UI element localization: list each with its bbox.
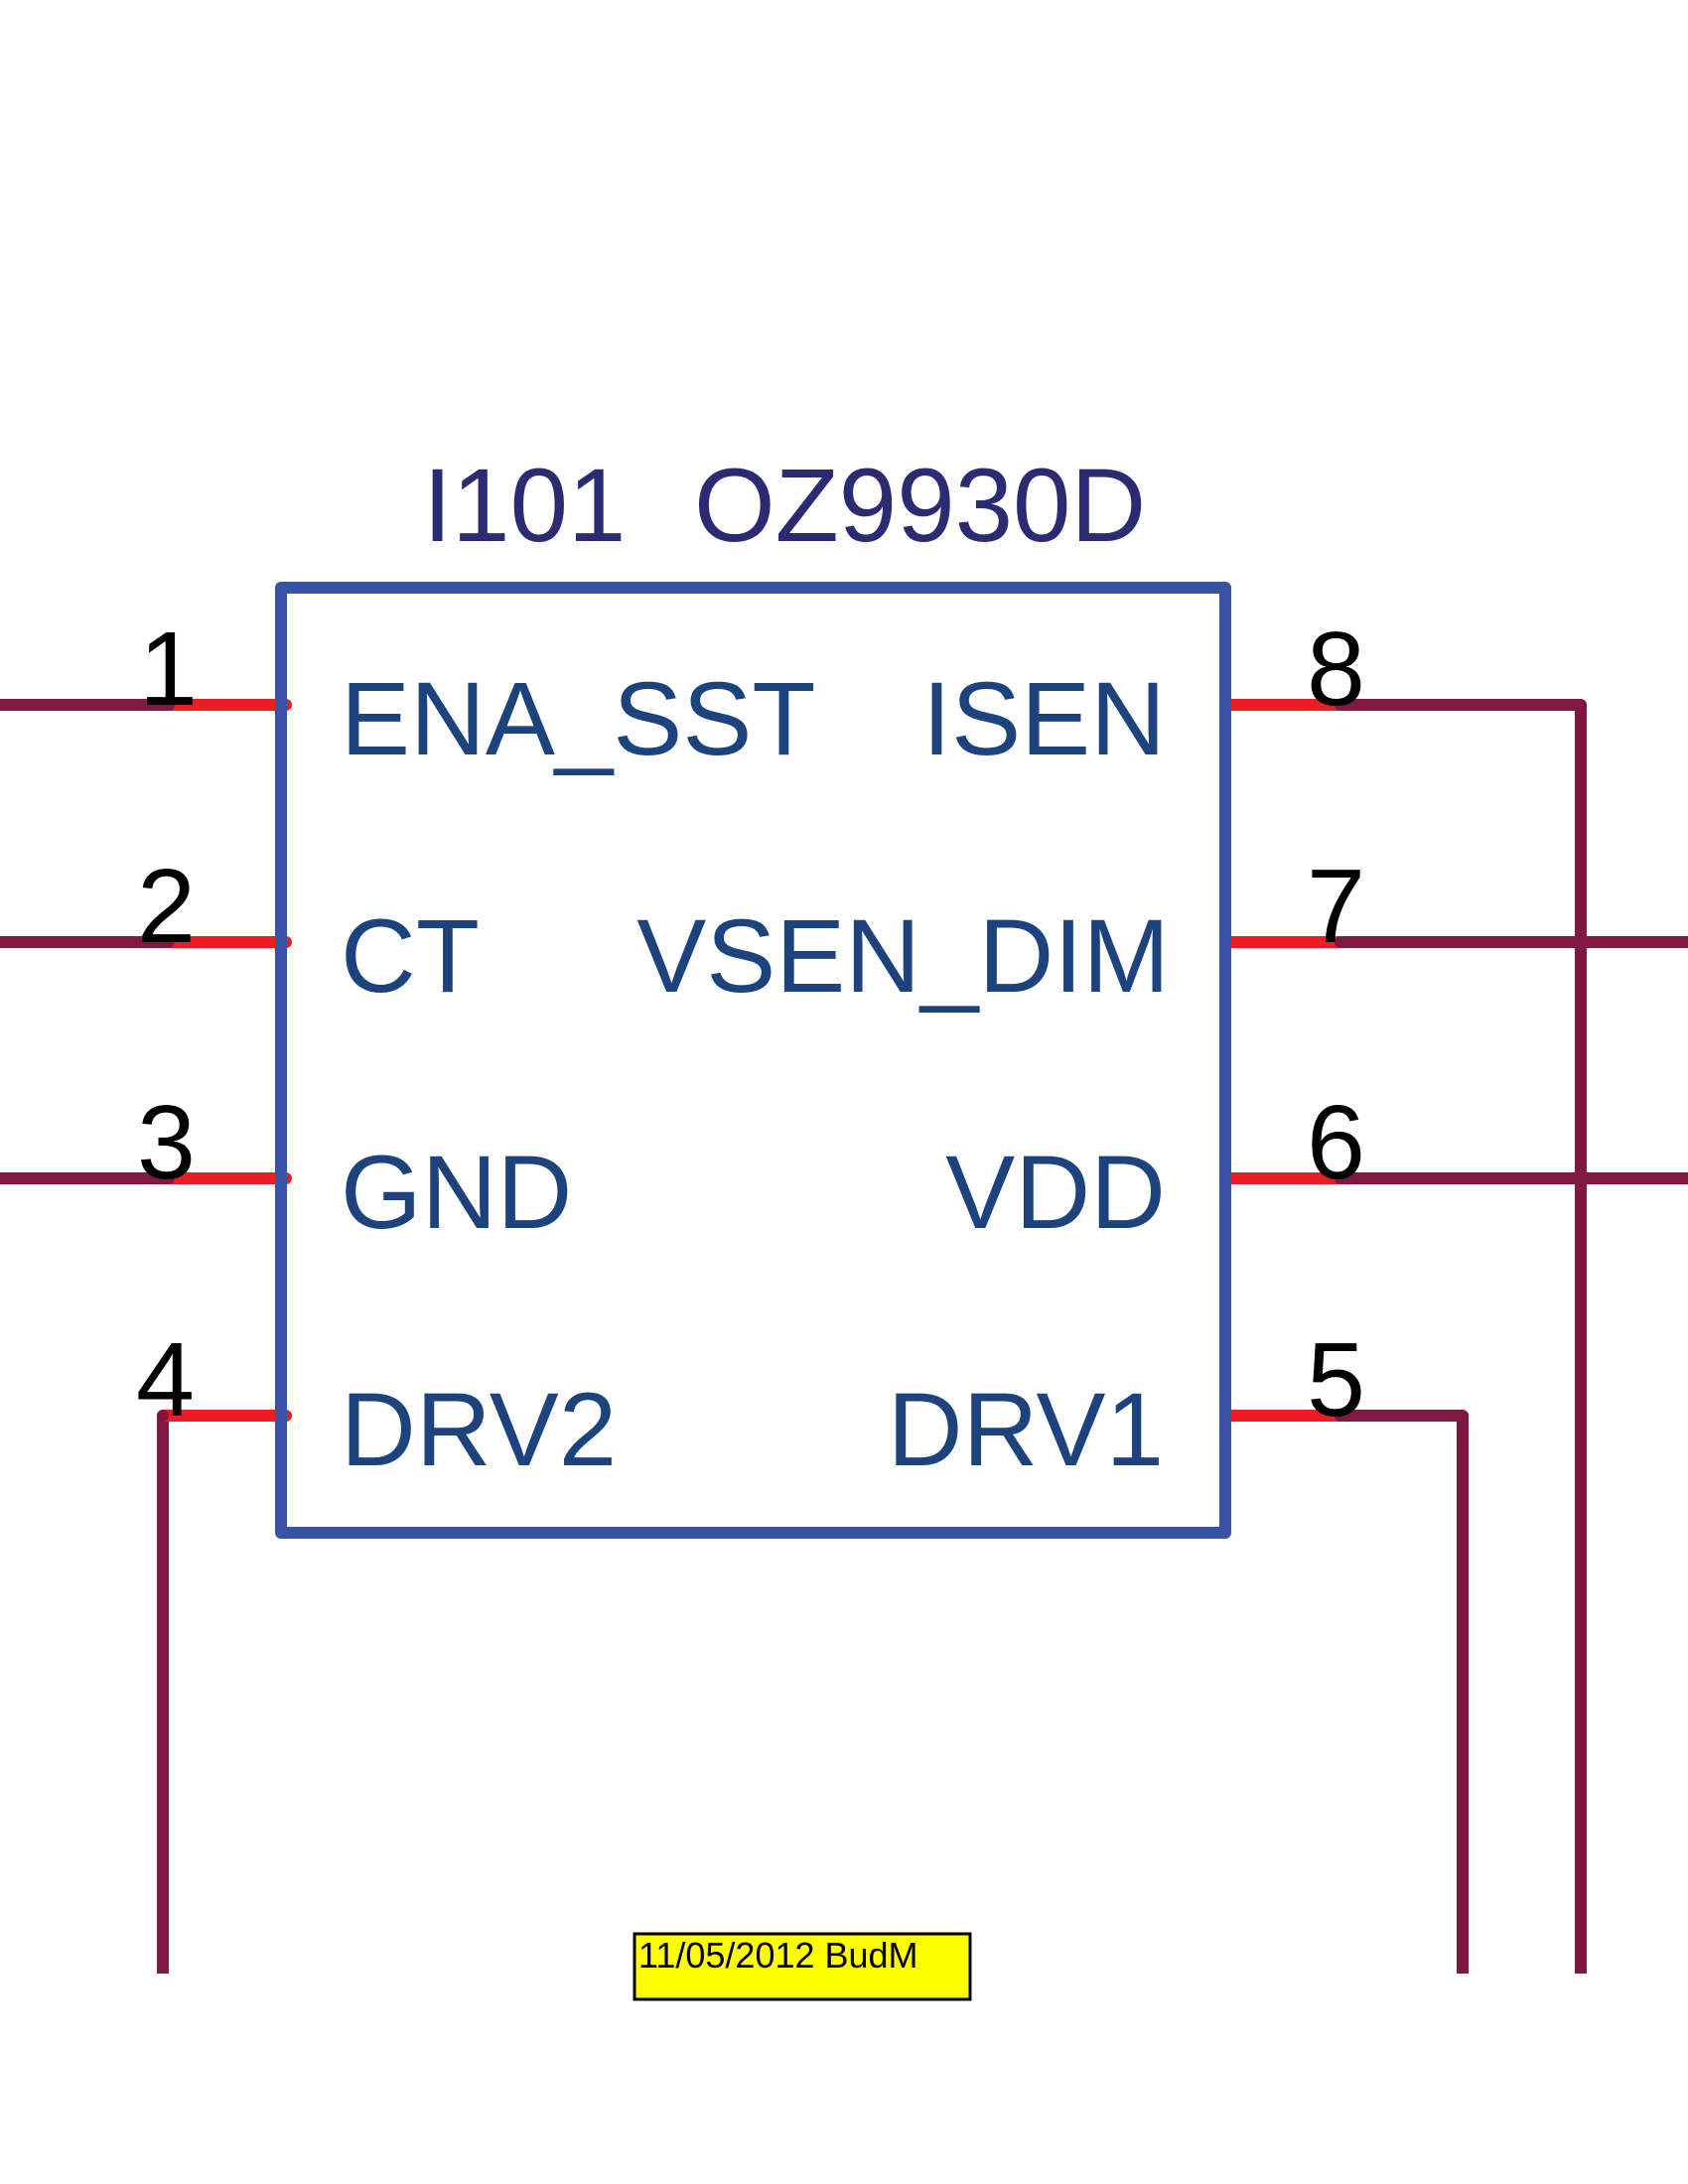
pin-label-7: VSEN_DIM	[636, 898, 1170, 1015]
date-stamp-text: 11/05/2012 BudM	[638, 1935, 918, 1976]
wire-joint	[1335, 936, 1346, 948]
pin-label-3: GND	[341, 1135, 572, 1251]
pin-number-8: 8	[1307, 611, 1365, 728]
component-part: OZ9930D	[694, 448, 1146, 564]
pin-label-8: ISEN	[922, 661, 1166, 777]
wires	[0, 699, 1688, 1974]
pin-number-1: 1	[139, 611, 198, 728]
pin-number-6: 6	[1307, 1084, 1365, 1201]
component-body[interactable]	[275, 582, 1231, 1539]
pin-number-5: 5	[1307, 1321, 1365, 1438]
pin-number-7: 7	[1307, 848, 1365, 965]
wire-pin8[interactable]	[1340, 699, 1587, 1974]
wire-pin5[interactable]	[1340, 1410, 1469, 1974]
pin-label-5: DRV1	[888, 1372, 1164, 1488]
wire-joint	[1335, 699, 1346, 711]
pin-number-3: 3	[137, 1084, 196, 1201]
wire-joint	[1335, 1410, 1346, 1422]
date-stamp-box	[633, 1932, 972, 2001]
wire-joint	[163, 936, 175, 948]
wire-joint	[163, 699, 175, 711]
wire-pin4[interactable]	[157, 1410, 169, 1974]
pin-label-6: VDD	[945, 1135, 1166, 1251]
wire-joint	[163, 1172, 175, 1184]
pin-number-2: 2	[137, 848, 196, 965]
component-ref: I101	[423, 448, 626, 564]
pin-label-1: ENA_SST	[341, 661, 816, 777]
date-stamp: 11/05/2012 BudM	[633, 1932, 972, 2001]
pin-label-2: CT	[341, 898, 480, 1015]
wire-joint	[1335, 1172, 1346, 1184]
wire-joint	[157, 1410, 169, 1422]
pin-label-4: DRV2	[341, 1372, 617, 1488]
wire-joints	[157, 699, 1346, 1422]
pin-stubs	[159, 699, 1346, 1422]
pin-number-4: 4	[136, 1321, 195, 1438]
